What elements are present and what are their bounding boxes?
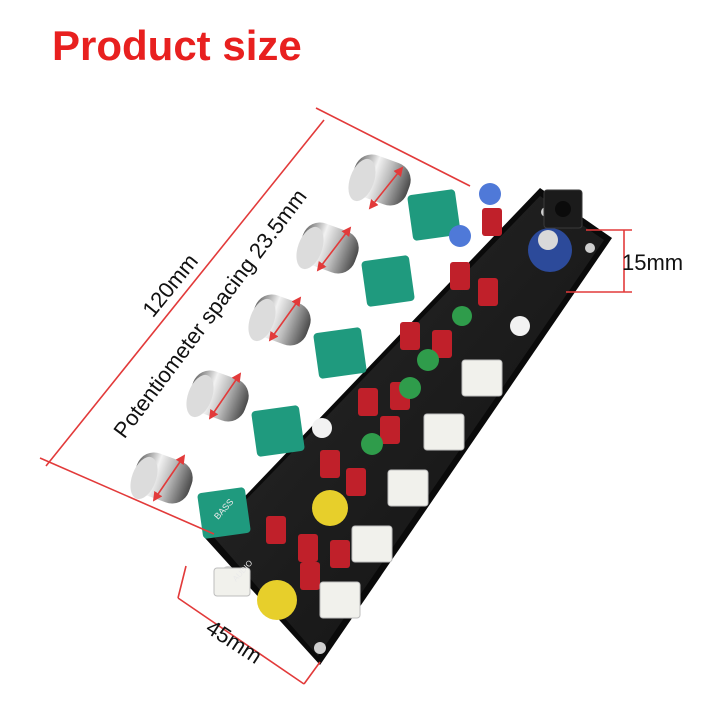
dimension-lines [39, 107, 632, 685]
potentiometer [248, 294, 367, 379]
width-label: 45mm [202, 615, 267, 669]
page-title: Product size [52, 22, 302, 69]
potentiometer [186, 370, 305, 457]
potentiometer [296, 222, 415, 307]
dc-jack [543, 189, 583, 229]
potentiometer [348, 154, 461, 241]
connector-row [213, 359, 503, 619]
film-capacitors [266, 208, 502, 590]
electrolytic-capacitors [257, 183, 572, 620]
height-label: 15mm [622, 250, 683, 275]
potentiometer [130, 452, 251, 539]
